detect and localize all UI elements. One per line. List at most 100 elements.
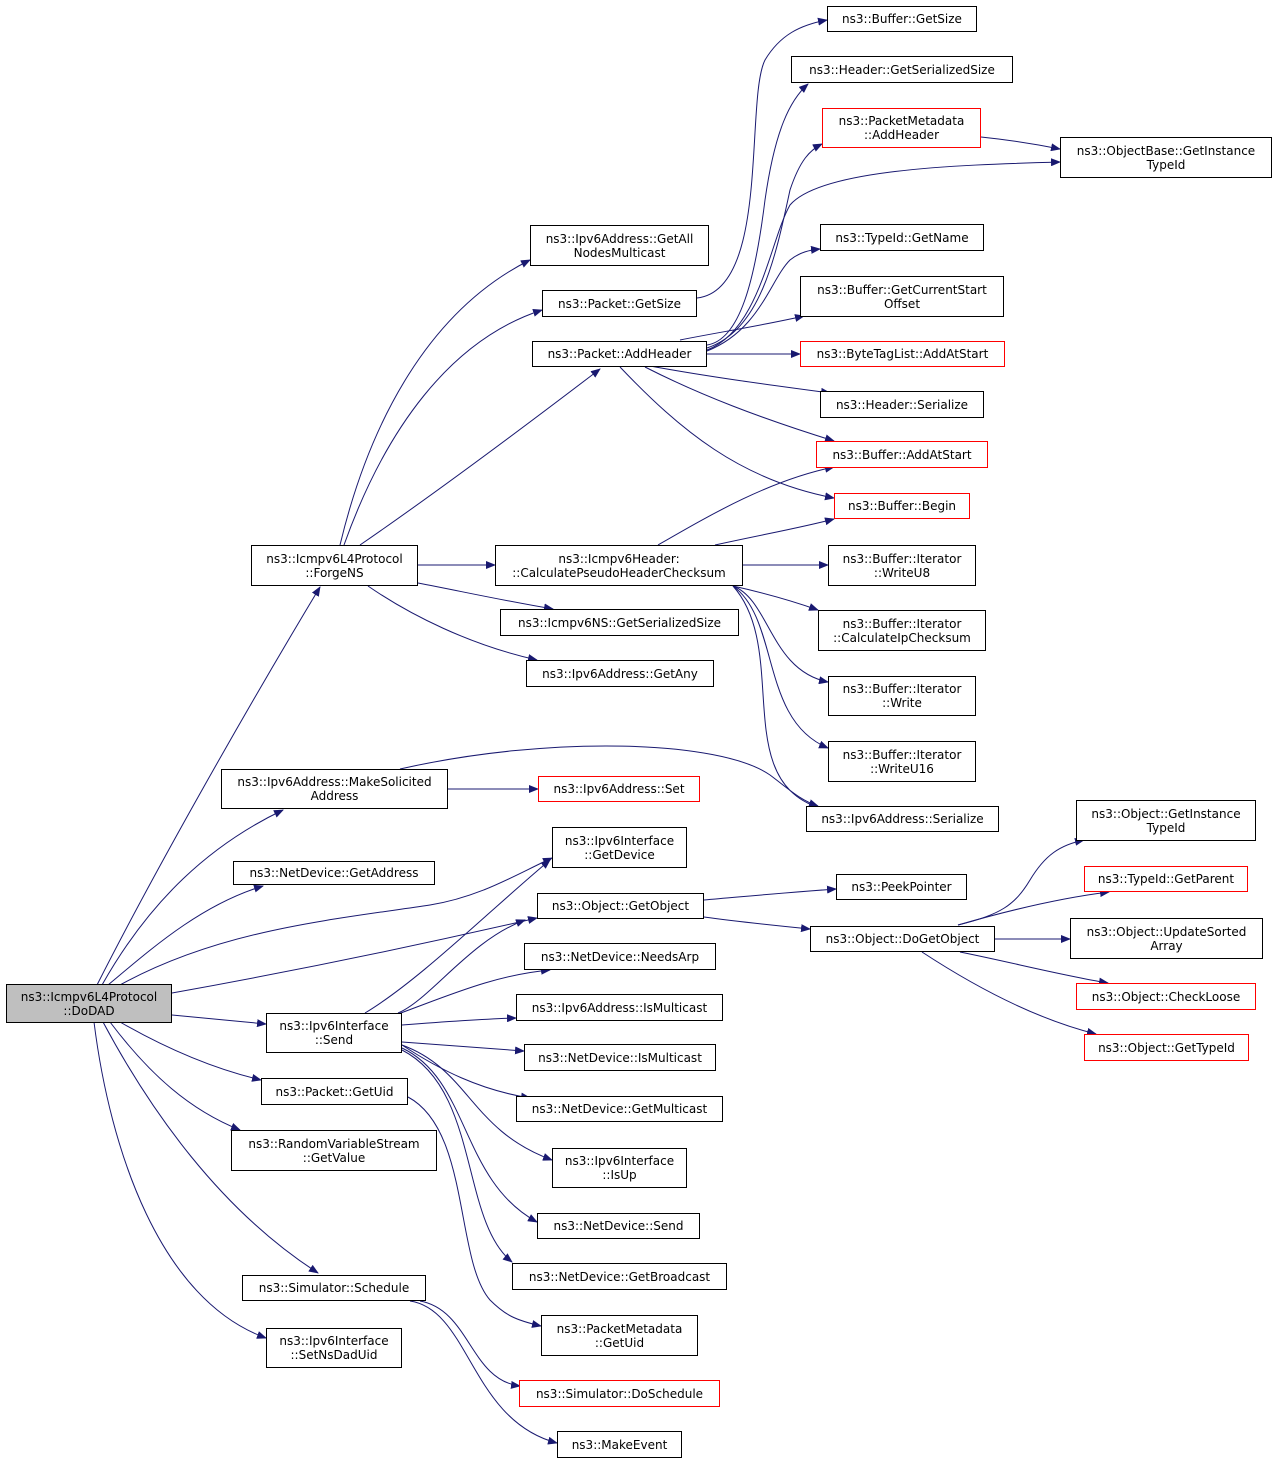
node-label-line: ::IsUp xyxy=(602,1168,637,1182)
node-bufferiterator-writeu16[interactable]: ns3::Buffer::Iterator ::WriteU16 xyxy=(828,741,976,782)
node-icmpv6ns-getserializedsize[interactable]: ns3::Icmpv6NS::GetSerializedSize xyxy=(500,609,739,636)
node-label-line: ::SetNsDadUid xyxy=(290,1348,378,1362)
edge-calcpseudo-writeu16 xyxy=(732,585,829,749)
node-netdevice-getaddress[interactable]: ns3::NetDevice::GetAddress xyxy=(233,861,435,885)
node-ipv6interface-send[interactable]: ns3::Ipv6Interface ::Send xyxy=(266,1013,402,1053)
node-label-line: ns3::Object::CheckLoose xyxy=(1091,989,1241,1004)
node-label-line: ::DoDAD xyxy=(63,1003,115,1018)
node-bytetaglist-addatstart[interactable]: ns3::ByteTagList::AddAtStart xyxy=(800,341,1005,367)
node-label-line: ns3::Object::UpdateSorted xyxy=(1086,924,1247,939)
node-packet-addheader[interactable]: ns3::Packet::AddHeader xyxy=(532,341,707,367)
node-packetmetadata-addheader[interactable]: ns3::PacketMetadata ::AddHeader xyxy=(822,108,981,148)
node-bufferiterator-writeu8[interactable]: ns3::Buffer::Iterator ::WriteU8 xyxy=(828,545,976,586)
node-bufferiterator-write[interactable]: ns3::Buffer::Iterator ::Write xyxy=(828,676,976,716)
node-packetmetadata-getuid[interactable]: ns3::PacketMetadata ::GetUid xyxy=(541,1315,698,1356)
edge-dodad-rvs_getvalue xyxy=(109,1021,241,1131)
node-object-updatesortedarray[interactable]: ns3::Object::UpdateSorted Array xyxy=(1070,918,1263,959)
node-label-line: ns3::Ipv6Interface xyxy=(279,1019,389,1033)
node-typeid-getparent[interactable]: ns3::TypeId::GetParent xyxy=(1084,866,1248,892)
node-header-serialize[interactable]: ns3::Header::Serialize xyxy=(820,391,984,418)
node-icmpv6l4protocol-dodad[interactable]: ns3::Icmpv6L4Protocol ::DoDAD xyxy=(6,984,172,1023)
node-label-line: ::Send xyxy=(314,1033,354,1047)
node-buffer-addatstart[interactable]: ns3::Buffer::AddAtStart xyxy=(816,441,988,468)
edge-send-nd_getmulticast xyxy=(401,1044,531,1101)
edge-dodad-sim_schedule xyxy=(102,1021,319,1274)
edge-send-nd_send xyxy=(401,1047,538,1223)
node-label-line: ns3::Object::DoGetObject xyxy=(825,932,980,946)
node-netdevice-getmulticast[interactable]: ns3::NetDevice::GetMulticast xyxy=(516,1096,723,1122)
edge-dogetobject-obj_getinstance xyxy=(957,837,1085,926)
node-peekpointer[interactable]: ns3::PeekPointer xyxy=(836,874,967,900)
node-label-line: ::ForgeNS xyxy=(305,565,364,580)
node-label-line: ns3::Object::GetInstance xyxy=(1091,806,1241,821)
node-label-line: ::CalculateIpChecksum xyxy=(833,630,971,645)
node-header-getserializedsize[interactable]: ns3::Header::GetSerializedSize xyxy=(791,56,1013,83)
node-label-line: ns3::RandomVariableStream xyxy=(248,1136,420,1151)
edge-send-getdevice xyxy=(364,859,551,1014)
node-label-line: ns3::ObjectBase::GetInstance xyxy=(1076,143,1256,158)
node-label-line: ns3::Icmpv6L4Protocol xyxy=(20,989,158,1004)
edge-forgens-packet_getsize xyxy=(343,308,543,546)
node-object-checkloose[interactable]: ns3::Object::CheckLoose xyxy=(1076,983,1256,1010)
node-label-line: ns3::NetDevice::GetMulticast xyxy=(531,1102,708,1116)
node-ipv6interface-setnsdaduid[interactable]: ns3::Ipv6Interface ::SetNsDadUid xyxy=(266,1328,402,1368)
node-ipv6interface-getdevice[interactable]: ns3::Ipv6Interface ::GetDevice xyxy=(552,827,687,868)
node-label-line: ns3::Packet::AddHeader xyxy=(547,347,692,361)
node-label-line: ns3::Ipv6Address::GetAny xyxy=(542,666,698,681)
node-object-gettypeid[interactable]: ns3::Object::GetTypeId xyxy=(1084,1034,1249,1061)
node-netdevice-needsarp[interactable]: ns3::NetDevice::NeedsArp xyxy=(524,943,716,970)
node-ipv6address-ismulticast[interactable]: ns3::Ipv6Address::IsMulticast xyxy=(516,994,723,1021)
node-object-getobject[interactable]: ns3::Object::GetObject xyxy=(537,893,704,919)
node-label-line: Offset xyxy=(883,296,921,311)
edge-dodad-ipv6if_getdevice xyxy=(119,857,553,986)
node-label-line: ns3::Buffer::AddAtStart xyxy=(832,447,972,462)
node-ipv6interface-isup[interactable]: ns3::Ipv6Interface ::IsUp xyxy=(552,1148,687,1188)
node-label-line: ns3::ByteTagList::AddAtStart xyxy=(816,347,989,361)
edge-calcpseudo-calcipchecksum xyxy=(732,585,819,611)
node-bufferiterator-calculateipchecksum[interactable]: ns3::Buffer::Iterator ::CalculateIpCheck… xyxy=(818,610,986,651)
node-simulator-doschedule[interactable]: ns3::Simulator::DoSchedule xyxy=(519,1380,720,1407)
node-label-line: ns3::Ipv6Address::MakeSolicited xyxy=(237,775,432,789)
edge-addheader-hdr_serialize xyxy=(649,365,831,396)
edge-send-nd_ismulticast xyxy=(401,1041,525,1055)
node-netdevice-ismulticast[interactable]: ns3::NetDevice::IsMulticast xyxy=(524,1044,716,1071)
node-object-dogetobject[interactable]: ns3::Object::DoGetObject xyxy=(810,926,995,952)
node-ipv6address-serialize[interactable]: ns3::Ipv6Address::Serialize xyxy=(806,806,999,832)
node-label-line: ::GetValue xyxy=(302,1150,366,1165)
edge-send-isup xyxy=(401,1044,553,1161)
node-buffer-getcurrentstartoffset[interactable]: ns3::Buffer::GetCurrentStart Offset xyxy=(800,276,1004,317)
node-label-line: Array xyxy=(1150,938,1183,953)
edge-addheader-typeid_getname xyxy=(706,245,821,352)
node-label-line: ns3::Header::GetSerializedSize xyxy=(809,62,995,77)
node-packet-getsize[interactable]: ns3::Packet::GetSize xyxy=(542,290,697,317)
node-typeid-getname[interactable]: ns3::TypeId::GetName xyxy=(820,224,984,251)
node-label-line: Address xyxy=(310,789,359,803)
node-label-line: TypeId xyxy=(1146,157,1186,172)
node-objectbase-getinstancetypeid[interactable]: ns3::ObjectBase::GetInstance TypeId xyxy=(1060,137,1272,178)
node-label-line: ns3::Buffer::Iterator xyxy=(842,551,962,566)
node-icmpv6l4protocol-forgens[interactable]: ns3::Icmpv6L4Protocol ::ForgeNS xyxy=(251,545,418,586)
node-ipv6address-getany[interactable]: ns3::Ipv6Address::GetAny xyxy=(526,660,714,687)
node-object-getinstancetypeid[interactable]: ns3::Object::GetInstance TypeId xyxy=(1076,800,1256,841)
node-icmpv6header-calculatepseudoheaderchecksum[interactable]: ns3::Icmpv6Header: ::CalculatePseudoHead… xyxy=(495,545,743,586)
node-ipv6address-makesolicitedaddress[interactable]: ns3::Ipv6Address::MakeSolicited Address xyxy=(221,769,448,809)
edge-calcpseudo-ipv6_serialize xyxy=(732,585,821,810)
node-netdevice-send[interactable]: ns3::NetDevice::Send xyxy=(537,1213,700,1239)
node-label-line: ns3::Ipv6Address::GetAll xyxy=(545,231,694,246)
node-label-line: ns3::Buffer::GetSize xyxy=(842,12,962,26)
node-ipv6address-getallnodesmulticast[interactable]: ns3::Ipv6Address::GetAll NodesMulticast xyxy=(530,225,709,266)
node-netdevice-getbroadcast[interactable]: ns3::NetDevice::GetBroadcast xyxy=(512,1263,727,1290)
edge-forgens-getany xyxy=(367,585,538,662)
node-ipv6address-set[interactable]: ns3::Ipv6Address::Set xyxy=(538,776,700,802)
node-packet-getuid[interactable]: ns3::Packet::GetUid xyxy=(261,1078,408,1105)
edge-calcpseudo-buf_begin xyxy=(714,517,835,546)
node-label-line: ns3::MakeEvent xyxy=(571,1437,668,1452)
edge-schedule-doschedule xyxy=(419,1300,521,1389)
node-simulator-schedule[interactable]: ns3::Simulator::Schedule xyxy=(242,1275,426,1301)
node-randomvariablestream-getvalue[interactable]: ns3::RandomVariableStream ::GetValue xyxy=(231,1130,437,1171)
node-buffer-getsize[interactable]: ns3::Buffer::GetSize xyxy=(827,6,977,32)
node-buffer-begin[interactable]: ns3::Buffer::Begin xyxy=(834,493,970,519)
node-label-line: ns3::Buffer::Iterator xyxy=(842,682,962,696)
node-makeevent[interactable]: ns3::MakeEvent xyxy=(557,1431,682,1458)
